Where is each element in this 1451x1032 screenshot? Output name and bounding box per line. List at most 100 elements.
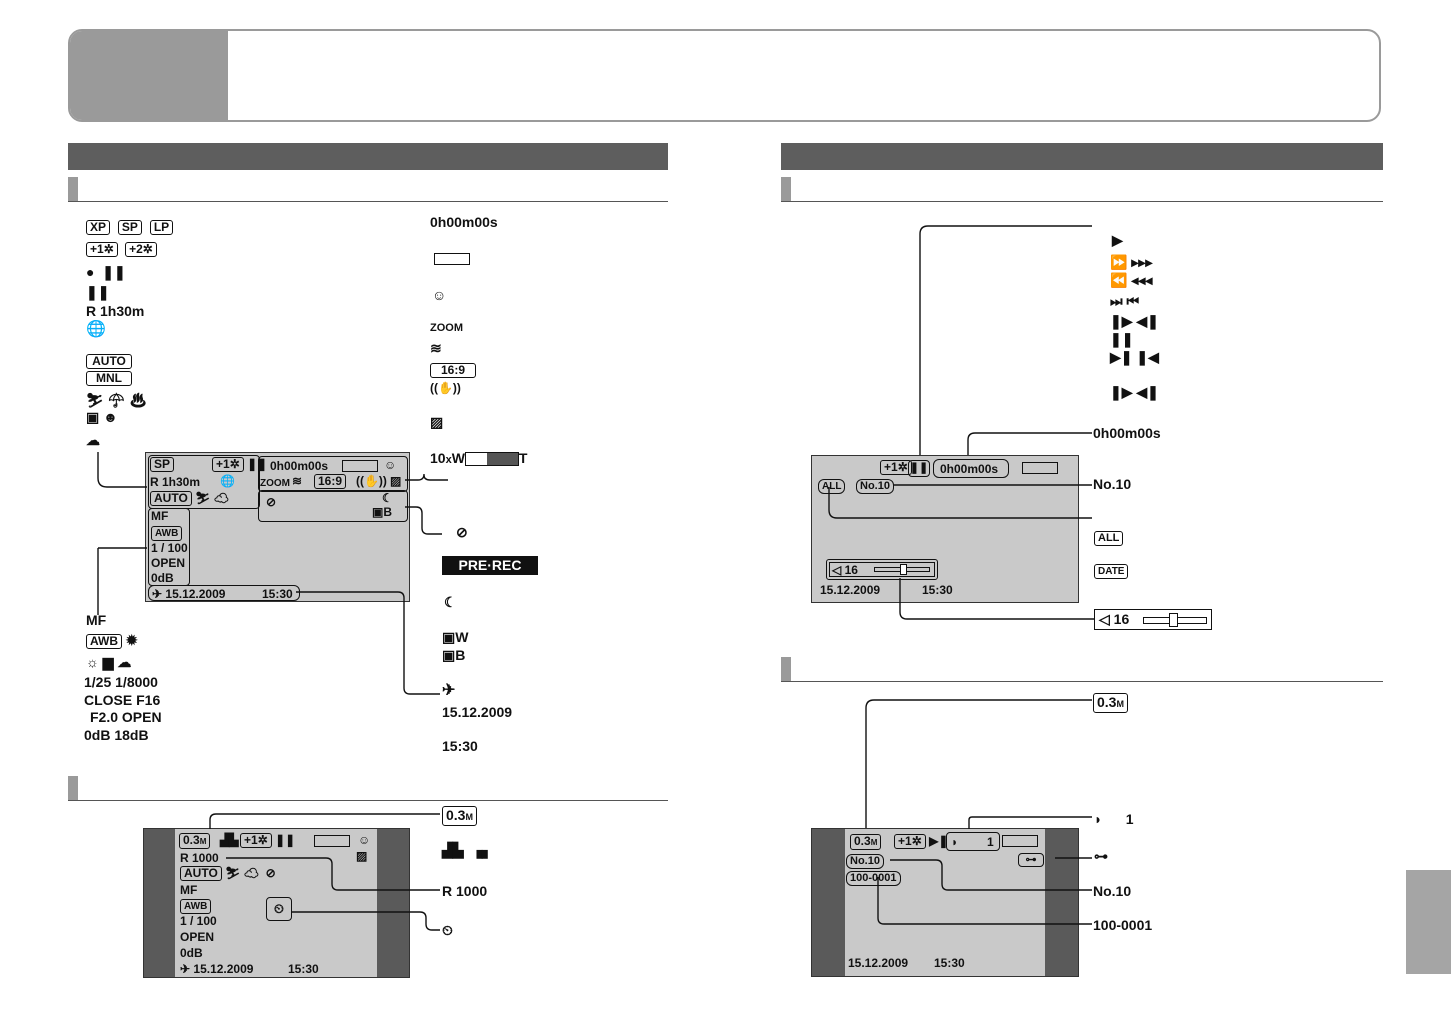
screen-photo-battery-icon bbox=[314, 835, 350, 847]
label-counter: 0h00m00s bbox=[430, 214, 498, 230]
backlight-comp-icon: ▨ bbox=[430, 414, 444, 430]
recording-screen: SP +1✲ ❚❚ R 1h30m 🌐 AUTO ⛷ ☁ 0h00m00s ☺ … bbox=[145, 452, 410, 602]
pscreen-counter: 0h00m00s bbox=[940, 462, 999, 476]
list-shutter: 1/25 1/8000 bbox=[84, 674, 158, 690]
list-iris-open: F2.0 OPEN bbox=[90, 709, 162, 725]
white-balance-icons: AWB ✹ bbox=[86, 632, 138, 649]
screen-photo-time: 15:30 bbox=[288, 962, 319, 976]
backlight-icons: +1✲ +2✲ bbox=[86, 242, 157, 257]
photo-recording-screen: 0.3M ▟▙ +1✲ ❚❚ ☺ ▨ R 1000 AUTO ⛷ ☁ ⊘ MF … bbox=[143, 828, 410, 978]
play-no-label: No.10 bbox=[1093, 476, 1132, 492]
scene-mode-icons-2: ▣ ☻ bbox=[86, 409, 118, 425]
screen-photo-date: ✈ 15.12.2009 bbox=[180, 962, 254, 976]
pscreen-volume: ◁ 16 bbox=[826, 559, 938, 580]
pause-icon: ❚❚ bbox=[86, 284, 110, 300]
screen-mf: MF bbox=[151, 509, 169, 523]
screen-backlight-comp-icon: ▨ bbox=[390, 474, 402, 488]
volume-indicator: ◁ 16 bbox=[1094, 609, 1212, 630]
ppscreen-size-icon: 0.3M bbox=[850, 834, 882, 850]
protect-key-icon: ⊶ bbox=[1094, 848, 1108, 864]
right-subheader-playback bbox=[781, 177, 1383, 202]
ppscreen-time: 15:30 bbox=[934, 956, 965, 970]
wipe-w-icon: ▣W bbox=[442, 629, 469, 645]
screen-quality-icon: ▟▙ bbox=[220, 833, 239, 847]
screen-plus1-icon: +1✲ bbox=[212, 457, 244, 472]
frame-advance-icons: ▶❚ ❚◀ bbox=[1110, 349, 1159, 365]
screen-auto-icon: AUTO bbox=[150, 491, 192, 506]
screen-photo-iris: OPEN bbox=[180, 930, 215, 944]
screen-photo-awb: AWB bbox=[180, 899, 212, 914]
no-card-icon: ⊘ bbox=[456, 524, 468, 540]
ppscreen-date: 15.12.2009 bbox=[848, 956, 909, 970]
skip-icons: ⏭ ⏮ bbox=[1110, 293, 1140, 309]
screen-zoom-mic-icon: ZOOM bbox=[260, 478, 290, 489]
ppscreen-plus1-icon: +1✲ bbox=[894, 834, 926, 849]
pscreen-counter-frame: 0h00m00s bbox=[933, 459, 1009, 478]
auto-icon: AUTO bbox=[86, 352, 132, 369]
plus2-icon: +2✲ bbox=[125, 242, 157, 257]
screen-wipe-icon: ▣B bbox=[372, 505, 393, 519]
list-iris-close: CLOSE F16 bbox=[84, 692, 161, 708]
play-icon: ▶ bbox=[1112, 232, 1123, 248]
sp-icon: SP bbox=[117, 220, 142, 235]
screen-awb-icon: AWB bbox=[151, 526, 183, 541]
scene-mode-icons-1: ⛷ ☂ ♨ bbox=[86, 392, 148, 408]
screen-mode-icon: SP bbox=[150, 457, 175, 472]
list-gain: 0dB 18dB bbox=[84, 727, 149, 743]
remaining-time: R 1h30m bbox=[86, 303, 145, 319]
ois-icon: ((✋)) bbox=[430, 381, 461, 395]
screen-photo-size-icon: 0.3M bbox=[179, 833, 211, 849]
screen-photo-remaining: R 1000 bbox=[180, 851, 219, 865]
photo-size-icon: 0.3M bbox=[442, 806, 477, 826]
wb-mode-icons: ☼ ▆ ☁ bbox=[86, 654, 132, 670]
screen-travel-date: ✈ 15.12.2009 bbox=[152, 587, 226, 601]
ppscreen-battery-icon bbox=[1002, 835, 1038, 847]
play-date-icon: DATE bbox=[1094, 564, 1129, 579]
screen-remaining: R 1h30m bbox=[150, 475, 201, 489]
quality-icons: ▟▙ ▗▖ bbox=[442, 842, 493, 858]
pscreen-plus1-icon: +1✲ bbox=[880, 460, 912, 475]
pscreen-date: 15.12.2009 bbox=[820, 583, 881, 597]
zoom-mic-icon: ZOOM bbox=[430, 322, 463, 334]
screen-wind-icon: ≋ bbox=[292, 474, 303, 488]
screen-no-card-icon: ⊘ bbox=[266, 495, 277, 509]
screen-photo-auto-icon: AUTO bbox=[180, 866, 222, 881]
screen-photo-shutter: 1 / 100 bbox=[180, 914, 217, 928]
xp-icon: XP bbox=[86, 220, 111, 235]
right-subheader-photo-playback bbox=[781, 657, 1383, 682]
label-time: 15:30 bbox=[442, 738, 478, 754]
night-mode-icon: ☾ bbox=[444, 594, 457, 610]
page-header-tab bbox=[70, 31, 228, 120]
fast-forward-icons: ⏩ ▸▸▸ bbox=[1110, 254, 1153, 270]
right-section-bar bbox=[781, 143, 1383, 170]
record-pause-icons: ● ❚❚ bbox=[86, 264, 126, 280]
playback-screen: +1✲ ❚❚ 0h00m00s ALL No.10 ◁ 16 15.12.200… bbox=[811, 455, 1079, 603]
screen-ois-icon: ((✋)) bbox=[356, 474, 387, 488]
pp-no-label: No.10 bbox=[1093, 883, 1132, 899]
screen-photo-mf: MF bbox=[180, 883, 198, 897]
travel-date-icon: ✈ bbox=[442, 682, 456, 699]
play-counter-label: 0h00m00s bbox=[1093, 425, 1161, 441]
photo-remaining-label: R 1000 bbox=[442, 883, 488, 899]
mnl-icon: MNL bbox=[86, 369, 132, 386]
wipe-b-icon: ▣B bbox=[442, 647, 466, 663]
left-subheader-recording bbox=[68, 177, 668, 202]
lp-icon: LP bbox=[149, 220, 174, 235]
pp-file-label: 100-0001 bbox=[1093, 917, 1153, 933]
screen-photo-face-icon: ☺ bbox=[358, 833, 371, 847]
page-header-frame bbox=[68, 29, 1381, 122]
pscreen-pause-icon: ❚❚ bbox=[908, 460, 930, 477]
ppscreen-protect-icon: ⊶ bbox=[1018, 853, 1044, 867]
pause-play-icon: ❚❚ bbox=[1110, 331, 1134, 347]
ppscreen-print-frame: ◗ 1 bbox=[946, 832, 1000, 851]
ais-icon: ☁ bbox=[86, 432, 100, 448]
screen-night-icon: ☾ bbox=[382, 491, 393, 505]
slow-motion-icons: ❚▶ ◀❚ bbox=[1110, 313, 1159, 329]
aspect-icon: 16:9 bbox=[430, 363, 476, 378]
screen-shutter: 1 / 100 bbox=[151, 541, 188, 555]
rewind-icons: ⏪ ◂◂◂ bbox=[1110, 272, 1153, 288]
photo-playback-screen: 0.3M +1✲ ▶❚ ◗ 1 ⊶ No.10 100-0001 15.12.2… bbox=[811, 828, 1079, 977]
left-subheader-photo bbox=[68, 776, 668, 801]
screen-photo-plus1-icon: +1✲ bbox=[240, 833, 272, 848]
